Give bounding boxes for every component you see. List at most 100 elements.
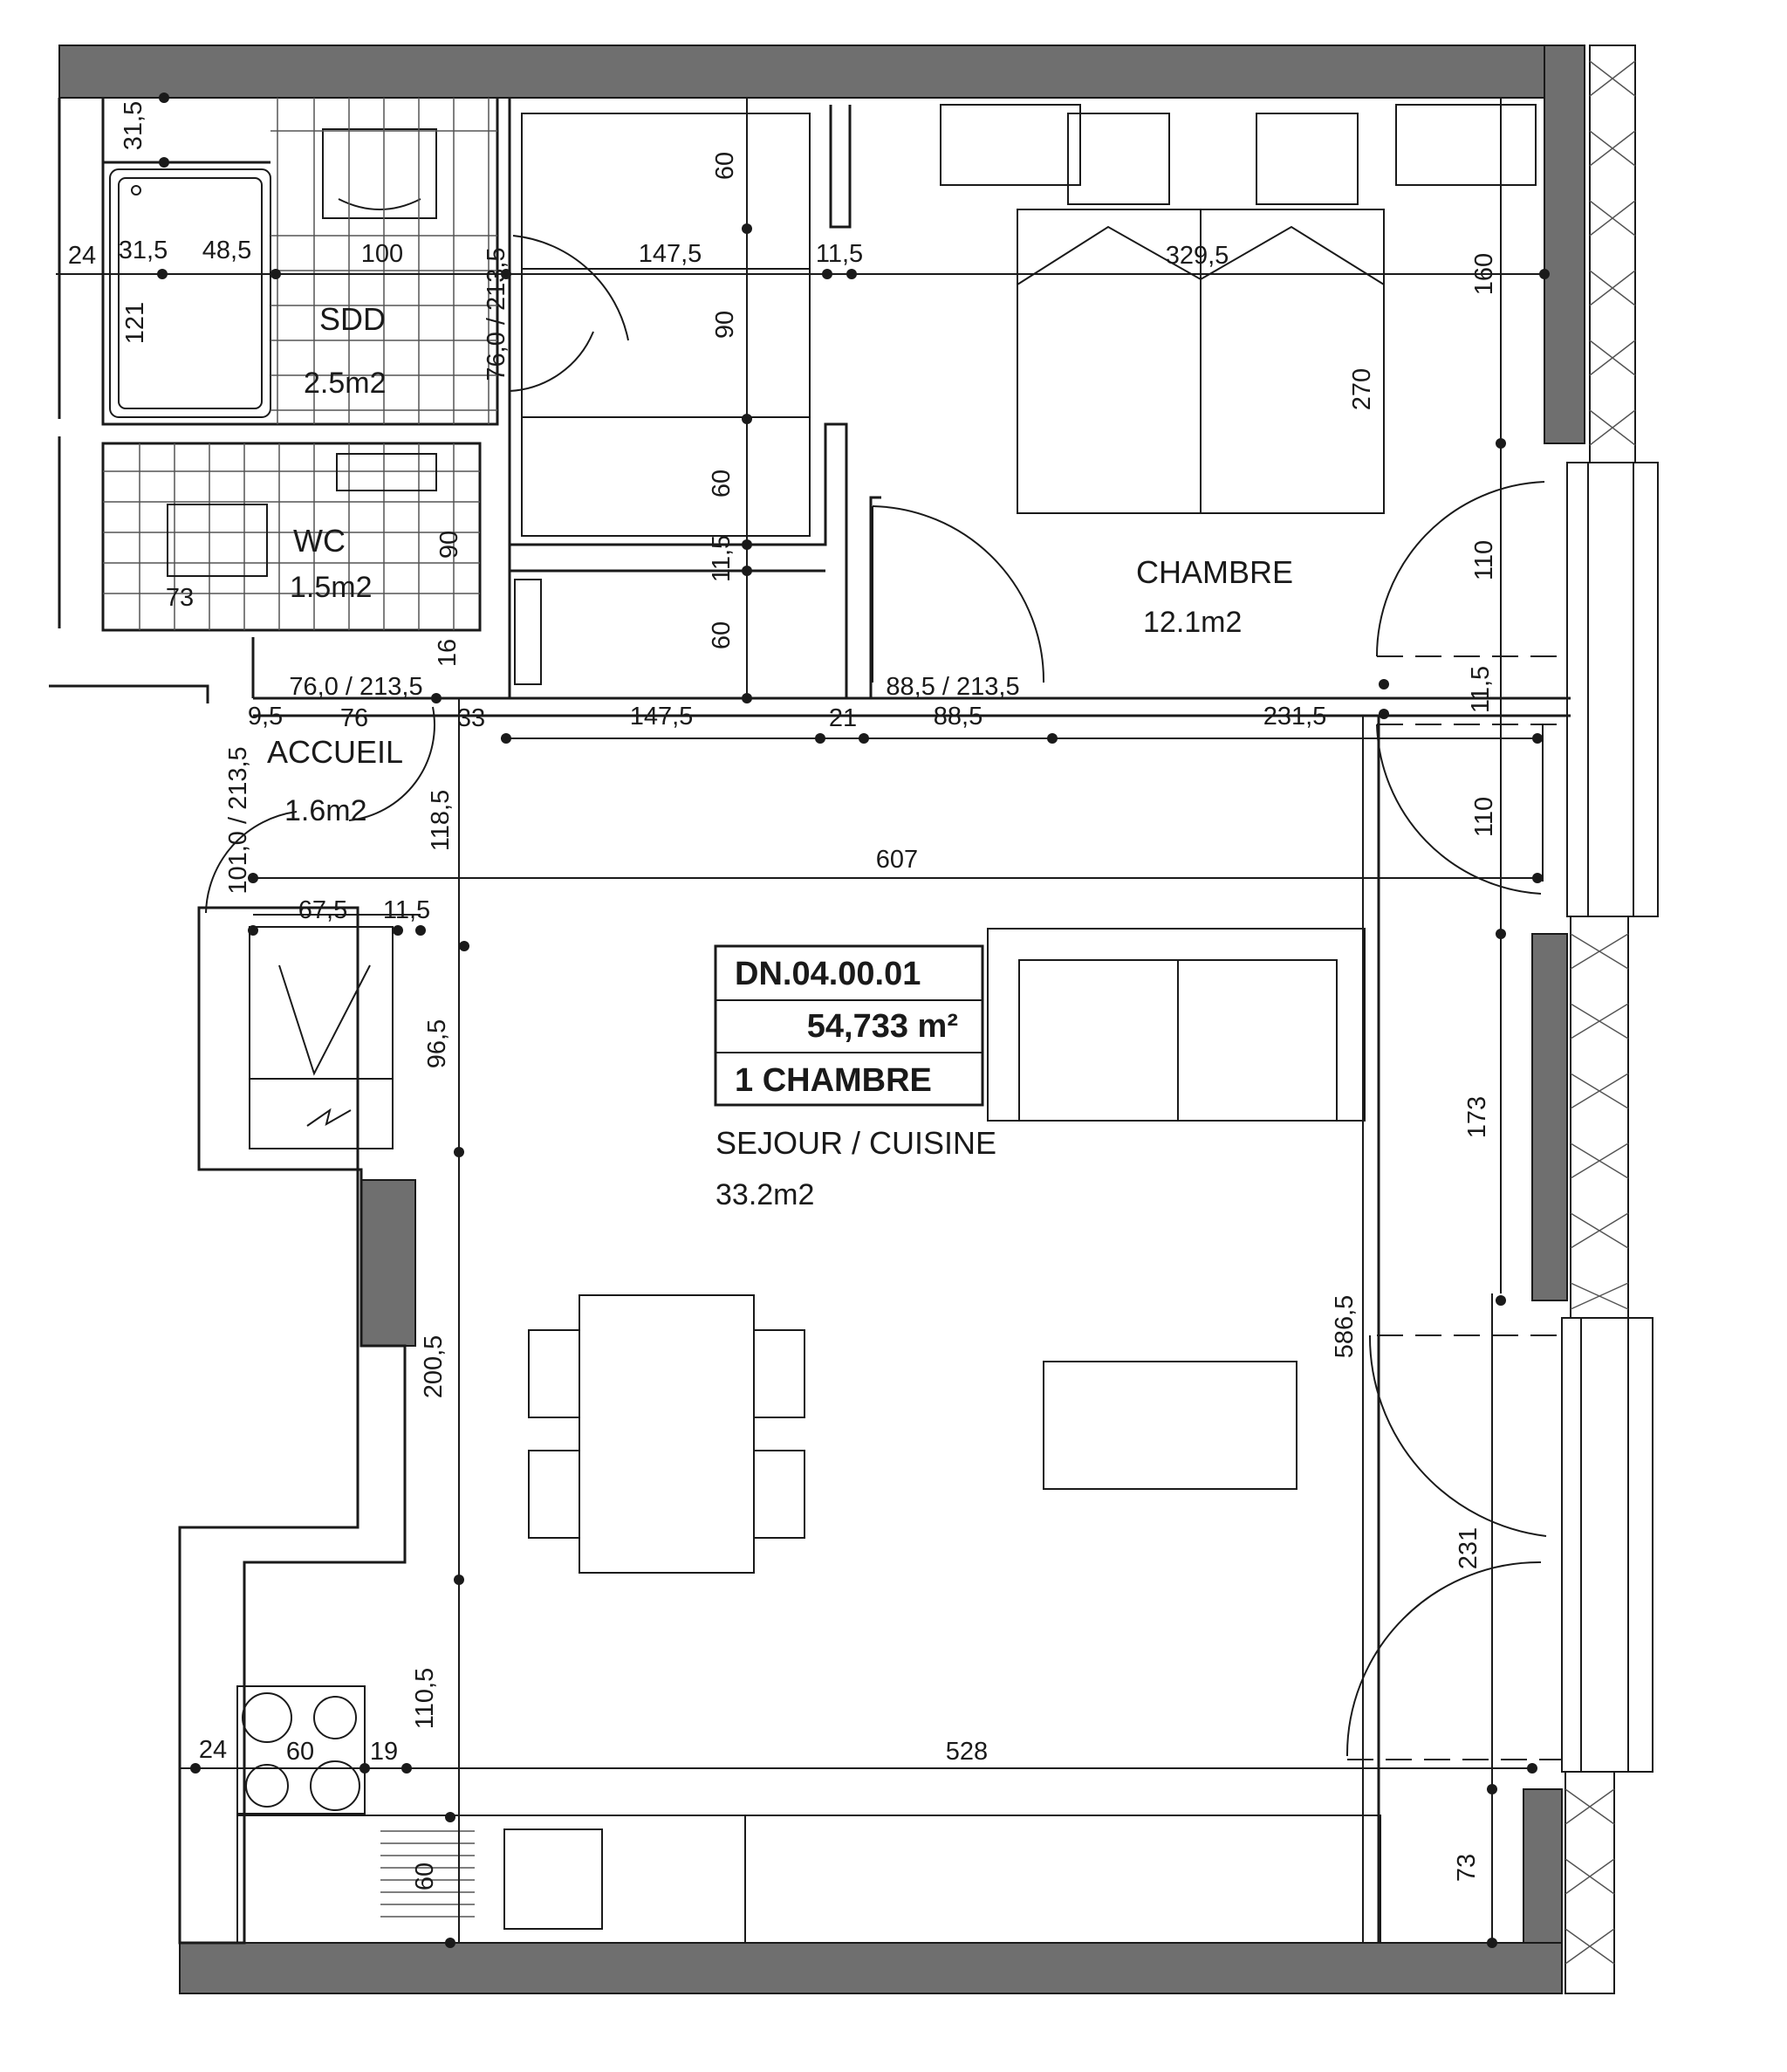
- dim-label: 329,5: [1166, 242, 1229, 270]
- wardrobe: [521, 113, 811, 537]
- dim-label: 31,5: [120, 101, 147, 150]
- dim-label: 528: [946, 1738, 988, 1766]
- dim-label: 586,5: [1331, 1295, 1359, 1359]
- dining-table: [579, 1294, 755, 1574]
- sofa: [987, 928, 1366, 1122]
- wc-basin: [336, 453, 437, 491]
- door-swings: [205, 235, 1547, 1757]
- room-name-wc: WC: [293, 523, 346, 559]
- dim-label: 67,5: [298, 896, 347, 924]
- dim-label: 11,5: [816, 240, 863, 268]
- nightstand-right: [1395, 104, 1537, 186]
- chair: [753, 1450, 805, 1539]
- kitchen-counter: [236, 1815, 1381, 1944]
- dim-label: 24: [68, 242, 96, 270]
- room-area-accueil: 1.6m2: [284, 794, 367, 827]
- dimension-dots: [157, 93, 1550, 1948]
- right-wall-upper: [1544, 45, 1585, 444]
- dim-label: 96,5: [423, 1019, 451, 1068]
- dim-label: 147,5: [630, 703, 694, 731]
- pillow-right: [1256, 113, 1359, 205]
- chair: [753, 1329, 805, 1418]
- right-wall-middle: [1531, 933, 1568, 1301]
- dim-label: 31,5: [119, 237, 168, 264]
- dim-label: 118,5: [427, 790, 455, 851]
- dimension-labels: 31,5 24 31,5 48,5 100 121 76,0 / 213,5 1…: [68, 101, 1498, 1890]
- dim-label: 110,5: [411, 1668, 439, 1729]
- unit-type: 1 CHAMBRE: [735, 1062, 932, 1099]
- dim-label: 16: [434, 639, 462, 667]
- dim-label: 100: [361, 240, 403, 268]
- unit-id: DN.04.00.01: [735, 956, 921, 992]
- dim-label: 60: [411, 1863, 439, 1890]
- electrical-panel: [249, 926, 394, 1149]
- room-name-sdd: SDD: [319, 301, 386, 337]
- dim-label: 607: [876, 846, 918, 874]
- sink: [503, 1828, 603, 1930]
- facade-insulation: [1561, 45, 1659, 1994]
- dim-label: 270: [1348, 368, 1376, 410]
- dim-label: 24: [199, 1736, 227, 1764]
- dim-label: 90: [711, 311, 739, 339]
- dim-label: 60: [708, 470, 736, 497]
- exterior-walls: [58, 45, 1585, 1994]
- dim-label: 76: [340, 704, 368, 732]
- unit-area: 54,733 m²: [807, 1008, 958, 1045]
- cooktop: [236, 1685, 366, 1815]
- dim-label: 90: [435, 531, 463, 559]
- dim-label: 200,5: [420, 1335, 448, 1399]
- dim-label: 147,5: [639, 240, 702, 268]
- room-name-sejour: SEJOUR / CUISINE: [715, 1125, 996, 1161]
- dim-label: 76,0 / 213,5: [289, 673, 422, 701]
- room-area-sejour: 33.2m2: [715, 1178, 814, 1211]
- dim-label: 173: [1463, 1096, 1491, 1138]
- dim-label: 73: [166, 584, 194, 612]
- window-dashes: [1347, 655, 1562, 1760]
- dim-label: 60: [708, 621, 736, 649]
- dim-label: 9,5: [248, 703, 283, 731]
- toilet: [167, 504, 268, 577]
- room-name-accueil: ACCUEIL: [267, 734, 403, 770]
- coffee-table: [1043, 1361, 1297, 1490]
- dim-label: 76,0 / 213,5: [483, 247, 510, 381]
- dim-label: 33: [457, 704, 485, 732]
- dim-label: 11,5: [1467, 666, 1495, 713]
- top-wall: [58, 45, 1585, 99]
- interior-walls: [49, 98, 1571, 1945]
- chair: [528, 1450, 580, 1539]
- dim-label: 19: [370, 1738, 398, 1766]
- dim-label: 160: [1470, 253, 1498, 295]
- dim-label: 21: [829, 704, 857, 732]
- pillow-left: [1067, 113, 1170, 205]
- dimension-lines: [56, 98, 1544, 1943]
- dim-label: 101,0 / 213,5: [224, 746, 252, 894]
- dim-label: 110: [1470, 797, 1498, 837]
- dim-label: 60: [286, 1738, 314, 1766]
- dim-label: 48,5: [202, 237, 251, 264]
- dim-label: 73: [1453, 1854, 1481, 1882]
- dim-label: 110: [1470, 540, 1498, 580]
- nightstand-left: [940, 104, 1081, 186]
- dim-label: 60: [711, 152, 739, 180]
- chair: [528, 1329, 580, 1418]
- fixtures: [103, 98, 1537, 1944]
- dim-label: 11,5: [383, 896, 430, 924]
- bottom-wall: [179, 1942, 1563, 1994]
- dim-label: 231: [1455, 1527, 1482, 1569]
- unit-stamp: DN.04.00.01 54,733 m² 1 CHAMBRE: [714, 944, 984, 1107]
- room-name-chambre: CHAMBRE: [1136, 554, 1293, 590]
- dim-label: 88,5: [934, 703, 983, 731]
- bathtub: [109, 168, 271, 418]
- room-labels: SDD 2.5m2 WC 1.5m2 CHAMBRE 12.1m2 ACCUEI…: [267, 301, 1293, 1211]
- dim-label: 121: [121, 302, 149, 344]
- room-area-chambre: 12.1m2: [1143, 606, 1242, 639]
- dim-label: 11,5: [708, 535, 736, 582]
- dim-label: 88,5 / 213,5: [886, 673, 1019, 701]
- room-area-wc: 1.5m2: [290, 571, 373, 604]
- interior-column: [360, 1179, 416, 1347]
- water-heater: [514, 579, 542, 685]
- dim-label: 231,5: [1263, 703, 1327, 731]
- room-area-sdd: 2.5m2: [304, 367, 387, 400]
